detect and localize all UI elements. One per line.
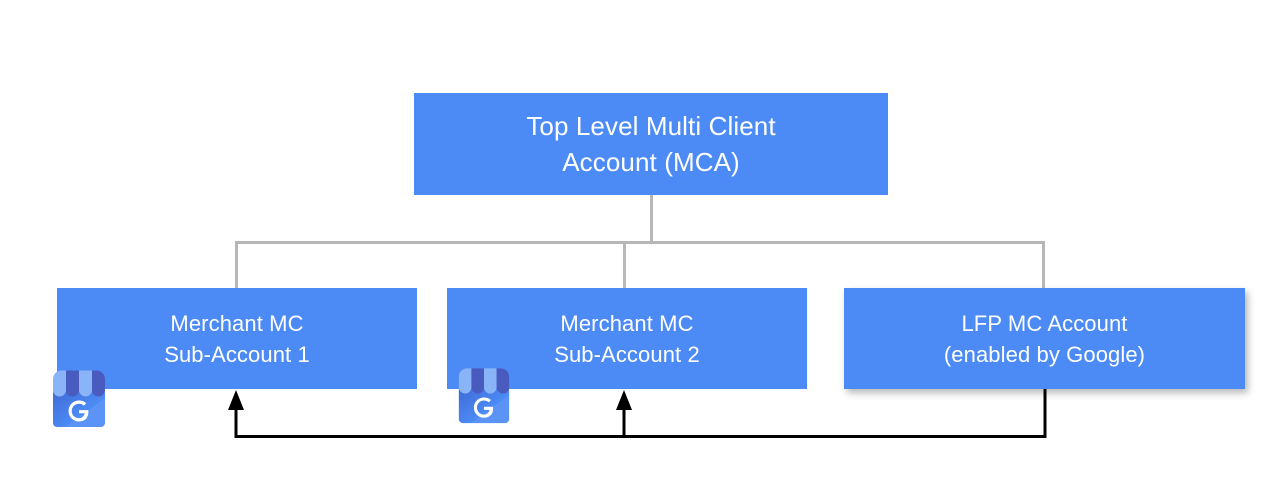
arrowhead-icon [616,390,632,410]
node-label-line2: Account (MCA) [562,147,740,177]
node-label-line2: Sub-Account 1 [164,341,310,367]
node-label: Merchant MC Sub-Account 1 [57,308,417,370]
google-my-business-icon [53,370,105,427]
node-merchant-mc-sub-account-2[interactable]: Merchant MC Sub-Account 2 [447,288,807,389]
node-label-line1: Merchant MC [560,310,694,336]
arrowhead-icon [228,390,244,410]
node-label-line1: LFP MC Account [961,310,1128,336]
node-label: LFP MC Account (enabled by Google) [844,308,1245,370]
node-label: Merchant MC Sub-Account 2 [447,308,807,370]
node-lfp-mc-account[interactable]: LFP MC Account (enabled by Google) [844,288,1245,389]
flow-path [234,389,1047,438]
node-label-line2: (enabled by Google) [943,341,1146,367]
node-label-line1: Top Level Multi Client [526,111,776,141]
google-my-business-icon [458,368,510,424]
node-label-line1: Merchant MC [170,310,304,336]
node-top-level-mca[interactable]: Top Level Multi Client Account (MCA) [414,93,888,195]
node-label: Top Level Multi Client Account (MCA) [414,108,888,180]
node-merchant-mc-sub-account-1[interactable]: Merchant MC Sub-Account 1 [57,288,417,389]
node-label-line2: Sub-Account 2 [554,341,700,367]
